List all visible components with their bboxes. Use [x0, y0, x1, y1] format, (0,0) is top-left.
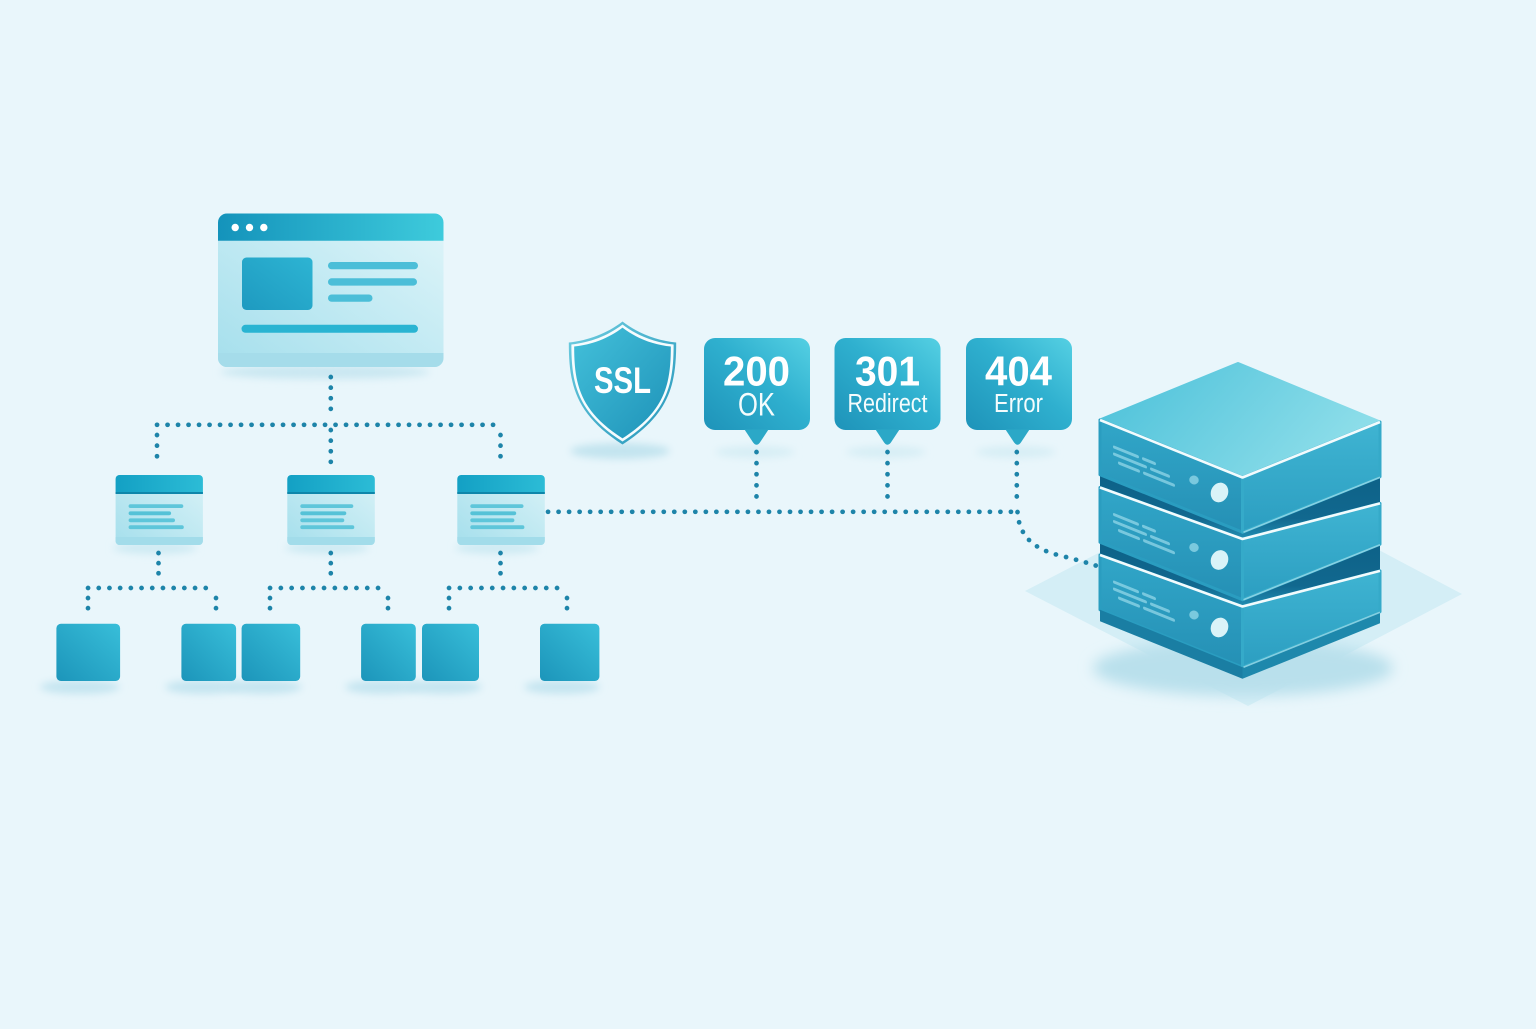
- svg-text:Error: Error: [994, 390, 1043, 418]
- svg-text:OK: OK: [738, 386, 775, 422]
- svg-text:404: 404: [985, 348, 1053, 395]
- svg-text:Redirect: Redirect: [848, 390, 928, 418]
- svg-text:SSL: SSL: [594, 359, 651, 401]
- svg-text:200: 200: [723, 348, 790, 395]
- svg-text:301: 301: [855, 348, 920, 395]
